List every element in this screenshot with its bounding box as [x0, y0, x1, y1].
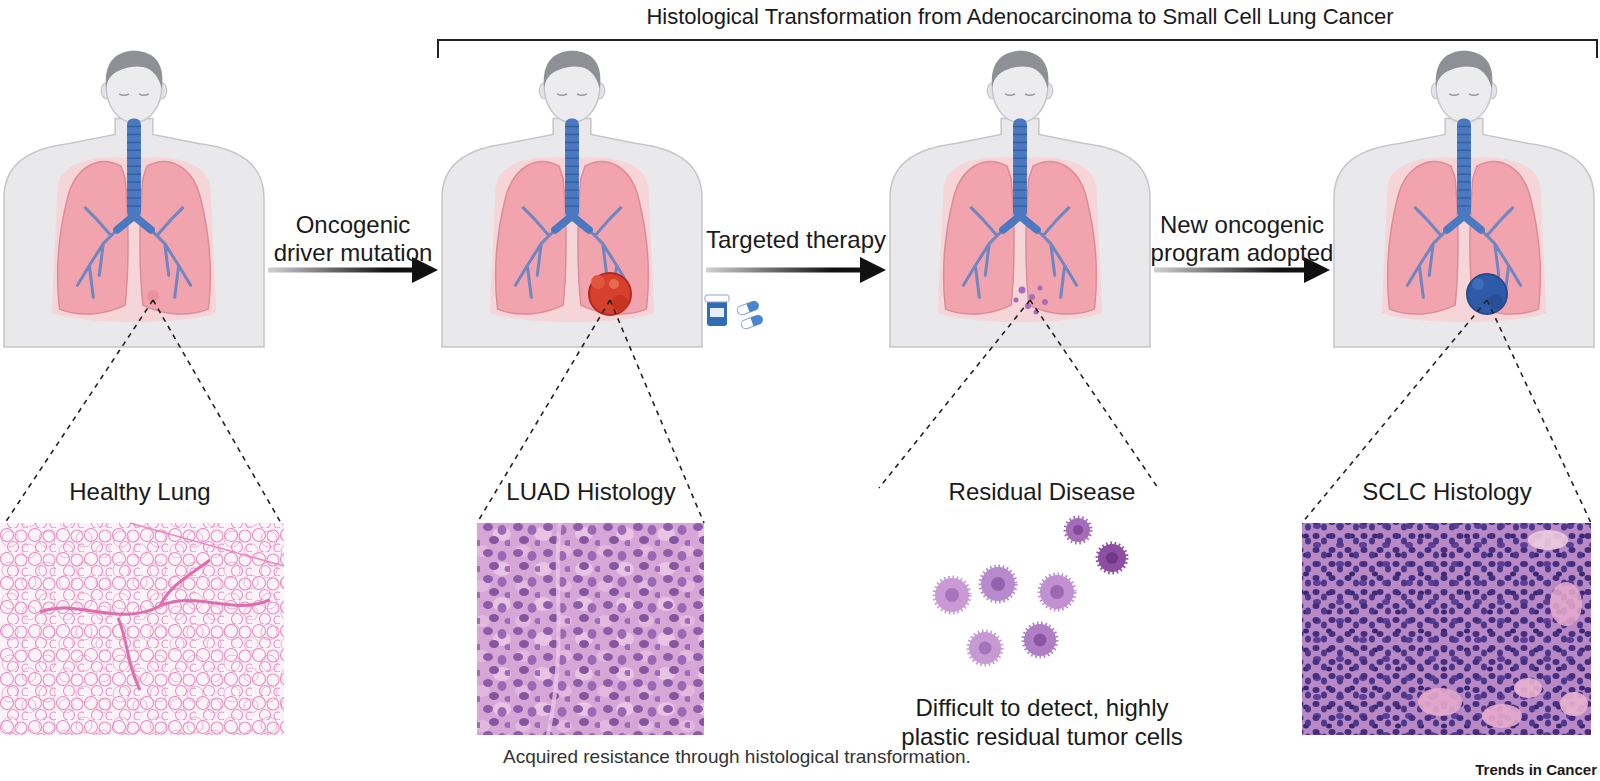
panel-heading: SCLC Histology	[1297, 478, 1597, 507]
journal-watermark: Trends in Cancer	[1337, 762, 1597, 779]
arrow-label: Oncogenic driver mutation	[268, 211, 438, 266]
residual-cells	[935, 518, 1126, 664]
luad-tumor	[589, 273, 631, 315]
healthy-lung-micrograph	[0, 523, 284, 735]
panel-heading: LUAD Histology	[441, 478, 741, 507]
sclc-micrograph	[1302, 523, 1591, 735]
person-figure	[442, 51, 702, 347]
stage-figure: SCLC Histology	[1330, 48, 1598, 348]
process-arrow	[1154, 268, 1310, 273]
panel-note: Difficult to detect, highly plastic resi…	[892, 694, 1192, 752]
person-figure	[4, 51, 264, 347]
figure-title: Histological Transformation from Adenoca…	[470, 4, 1570, 30]
figure-caption: Acquired resistance through histological…	[503, 746, 1263, 769]
person-figure	[1334, 51, 1594, 347]
drug-icon	[705, 295, 764, 330]
panel-heading: Residual Disease	[892, 478, 1192, 507]
sclc-tumor	[1467, 274, 1507, 314]
zoom-leader-lines	[5, 300, 1591, 523]
stage-figure: Healthy Lung	[0, 48, 268, 348]
panel-heading: Healthy Lung	[0, 478, 285, 507]
luad-micrograph	[477, 523, 704, 735]
arrow-label: New oncogenic program adopted	[1142, 211, 1342, 266]
stage-figure: Residual DiseaseDifficult to detect, hig…	[886, 48, 1154, 348]
stage-figure: LUAD Histology	[438, 48, 706, 348]
process-arrow	[268, 268, 418, 273]
arrow-label: Targeted therapy	[686, 226, 906, 254]
person-figure	[890, 51, 1150, 347]
process-arrow	[706, 268, 866, 273]
